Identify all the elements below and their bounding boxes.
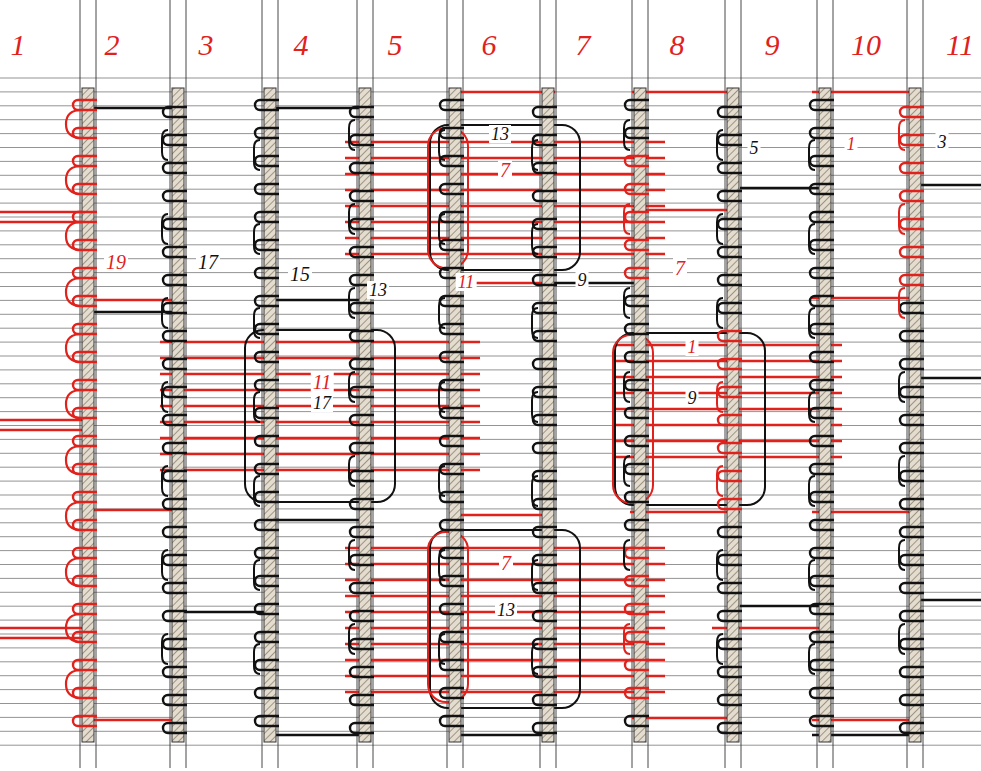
column-number: 2 (103, 30, 122, 60)
thread-brackets (162, 120, 905, 674)
thread-number: 3 (936, 133, 949, 151)
warp-bars (82, 88, 921, 742)
thread-number: 9 (576, 271, 589, 289)
thread-number: 9 (686, 389, 699, 407)
left-red-arcs (66, 110, 82, 698)
thread-number: 1 (686, 338, 699, 356)
column-number: 5 (386, 30, 405, 60)
ruled-lines (0, 78, 981, 745)
column-number: 3 (197, 30, 216, 60)
thread-number: 7 (498, 160, 512, 180)
thread-number: 17 (311, 394, 333, 412)
column-number: 4 (292, 30, 311, 60)
block-outlines (245, 125, 765, 708)
thread-number: 7 (673, 258, 687, 278)
thread-number: 13 (367, 281, 389, 299)
thread-loops (73, 100, 924, 733)
thread-number: 11 (456, 273, 477, 291)
warp-guides (80, 0, 923, 768)
thread-number: 5 (748, 139, 761, 157)
thread-number: 19 (104, 252, 128, 272)
thread-number: 7 (499, 553, 513, 573)
black-wefts (88, 108, 981, 735)
column-number: 8 (668, 30, 687, 60)
column-number: 10 (849, 30, 883, 60)
thread-number: 17 (196, 252, 220, 272)
thread-number: 13 (489, 125, 511, 143)
column-number: 7 (574, 30, 593, 60)
column-number: 6 (480, 30, 499, 60)
thread-number: 11 (311, 372, 334, 392)
column-number: 9 (763, 30, 782, 60)
column-number: 11 (944, 30, 976, 60)
thread-number: 13 (495, 601, 517, 619)
thread-number: 15 (288, 264, 312, 284)
thread-number: 1 (845, 135, 858, 153)
column-number: 1 (9, 30, 28, 60)
